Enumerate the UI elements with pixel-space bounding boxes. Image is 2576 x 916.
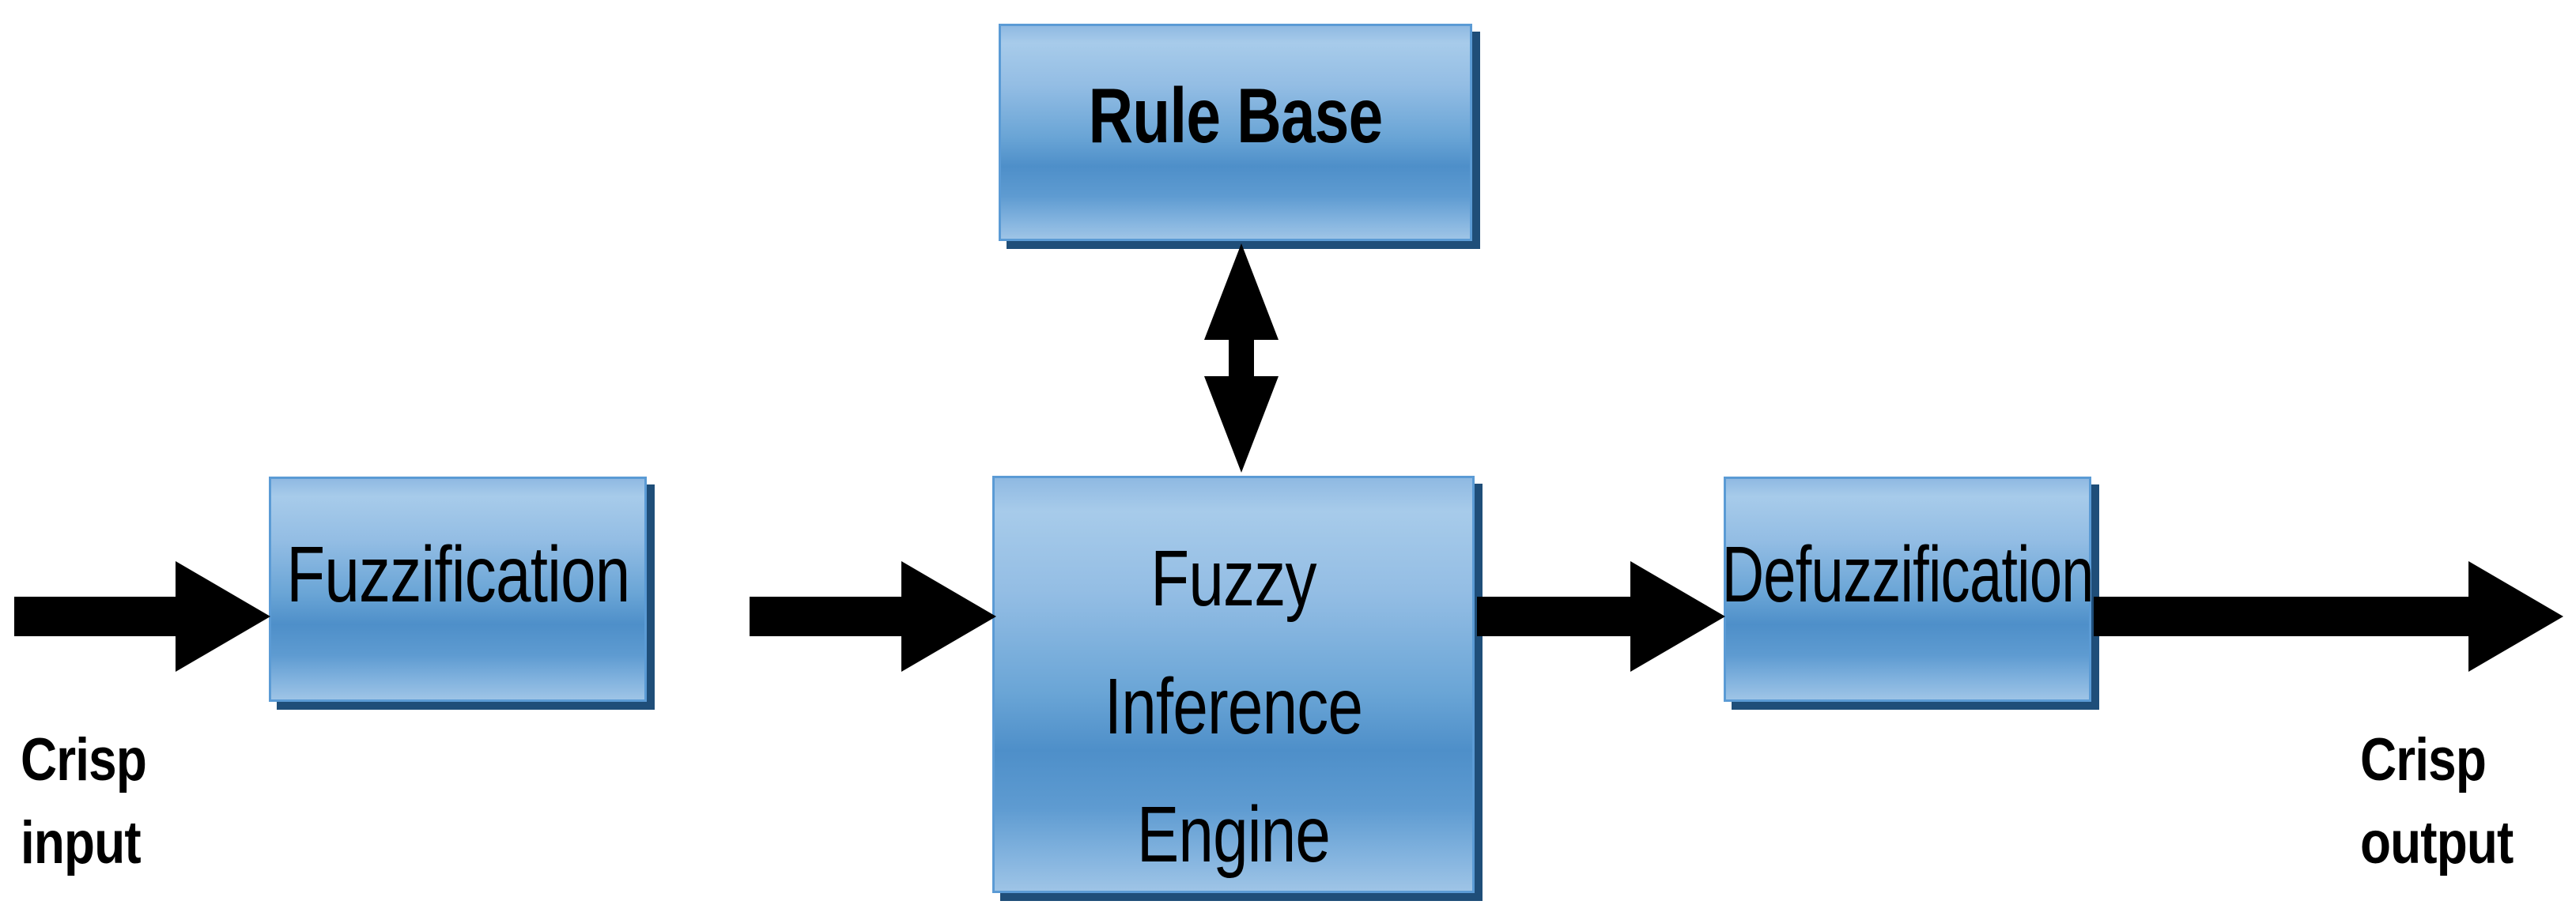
- arrow-right-icon-crisp-output: [2094, 561, 2563, 672]
- node-fuzzy-inference-engine-label: Fuzzy Inference Engine: [1104, 534, 1363, 879]
- arrow-right-icon-crisp-input: [14, 561, 270, 672]
- caption-crisp-input: Crisp input: [21, 726, 147, 876]
- arrow-right-icon-fuzzification-to-engine: [750, 561, 996, 672]
- node-rule-base[interactable]: Rule Base: [999, 24, 1472, 241]
- node-defuzzification[interactable]: Defuzzification: [1721, 477, 2094, 702]
- node-defuzzification-label: Defuzzification: [1721, 530, 2094, 619]
- caption-crisp-output: Crisp output: [2360, 726, 2514, 876]
- node-rule-base-label: Rule Base: [1088, 72, 1384, 159]
- arrow-right-icon-engine-to-defuzzification: [1477, 561, 1725, 672]
- node-fuzzification-label: Fuzzification: [285, 530, 630, 619]
- arrow-up-down-icon-rulebase-engine: [1203, 243, 1280, 473]
- node-fuzzy-inference-engine[interactable]: Fuzzy Inference Engine: [992, 476, 1475, 893]
- node-fuzzification[interactable]: Fuzzification: [269, 477, 647, 702]
